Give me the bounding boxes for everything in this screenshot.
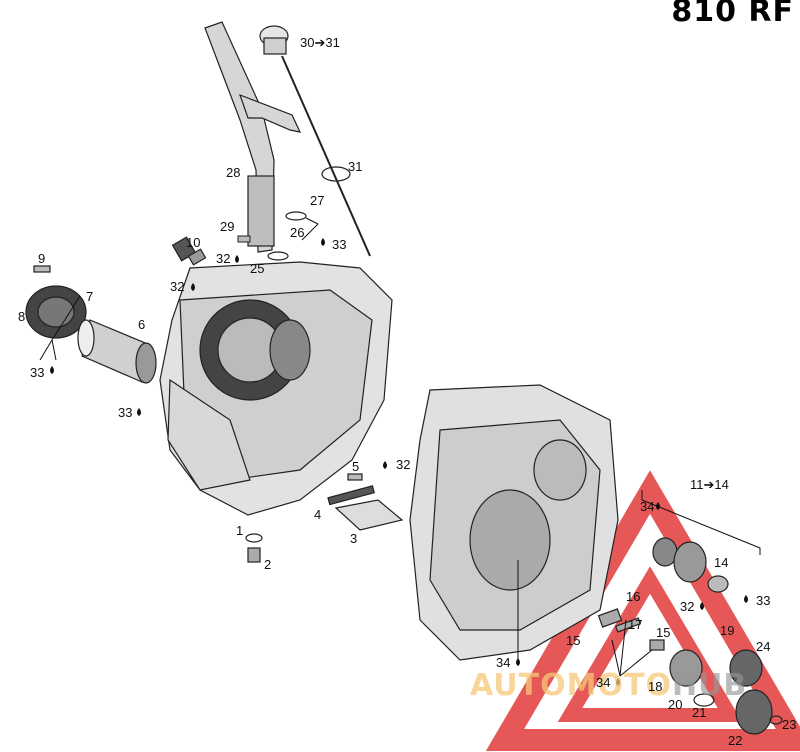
ref-6: 6: [138, 317, 146, 332]
ref-27: 27: [310, 193, 325, 208]
oil-pump-parts: [597, 537, 783, 735]
ref-32-a: 32: [216, 251, 231, 266]
ref-11-14: 11➔14: [690, 477, 729, 492]
ref-32-d: 32: [680, 599, 695, 614]
ref-26: 26: [290, 225, 305, 240]
ref-20: 20: [668, 697, 683, 712]
screw-29: [237, 235, 251, 243]
ref-2: 2: [264, 557, 272, 572]
oil-drop-icons: [50, 238, 748, 686]
ref-23: 23: [782, 717, 797, 732]
ref-34-a: 34: [640, 499, 655, 514]
ref-3: 3: [350, 531, 358, 546]
oil-filter: [77, 319, 157, 384]
ref-34-b: 34: [496, 655, 511, 670]
strainer: [327, 473, 404, 531]
ref-32-c: 32: [396, 457, 411, 472]
ref-18: 18: [648, 679, 663, 694]
ref-9: 9: [38, 251, 46, 266]
ref-31: 31: [348, 159, 363, 174]
ref-33-b: 33: [30, 365, 45, 380]
ref-8: 8: [18, 309, 26, 324]
oil-filter-cover: [25, 265, 87, 339]
ref-15-b: 15: [656, 625, 671, 640]
ref-32-b: 32: [170, 279, 185, 294]
ref-33-c: 33: [118, 405, 133, 420]
ref-29: 29: [220, 219, 235, 234]
ref-28: 28: [226, 165, 241, 180]
ref-21: 21: [692, 705, 707, 720]
watermark-text: AUTOMOTOHUB: [470, 668, 748, 703]
ref-19: 19: [720, 623, 735, 638]
ref-33-d: 33: [756, 593, 771, 608]
ref-24: 24: [756, 639, 771, 654]
dipstick: [259, 25, 371, 257]
ref-34-c: 34: [596, 675, 611, 690]
ref-17: 17: [628, 617, 643, 632]
ref-4: 4: [314, 507, 322, 522]
ref-10: 10: [186, 235, 201, 250]
ref-25: 25: [250, 261, 265, 276]
drain-plug: [245, 533, 263, 563]
ref-1: 1: [236, 523, 244, 538]
o-rings: [267, 211, 307, 261]
right-crankcase: [409, 384, 619, 661]
ref-30-31: 30➔31: [300, 35, 340, 50]
ref-15-a: 15: [566, 633, 581, 648]
model-title: 810 RF: [671, 0, 794, 29]
dipstick-tube: [204, 21, 302, 253]
ref-7: 7: [86, 289, 94, 304]
sensor-10: [171, 236, 207, 266]
left-crankcase: [159, 261, 393, 516]
ref-14: 14: [714, 555, 729, 570]
ref-33-a: 33: [332, 237, 347, 252]
ref-5: 5: [352, 459, 360, 474]
callout-lines: [39, 217, 761, 677]
ref-16: 16: [626, 589, 641, 604]
ref-22: 22: [728, 733, 743, 748]
